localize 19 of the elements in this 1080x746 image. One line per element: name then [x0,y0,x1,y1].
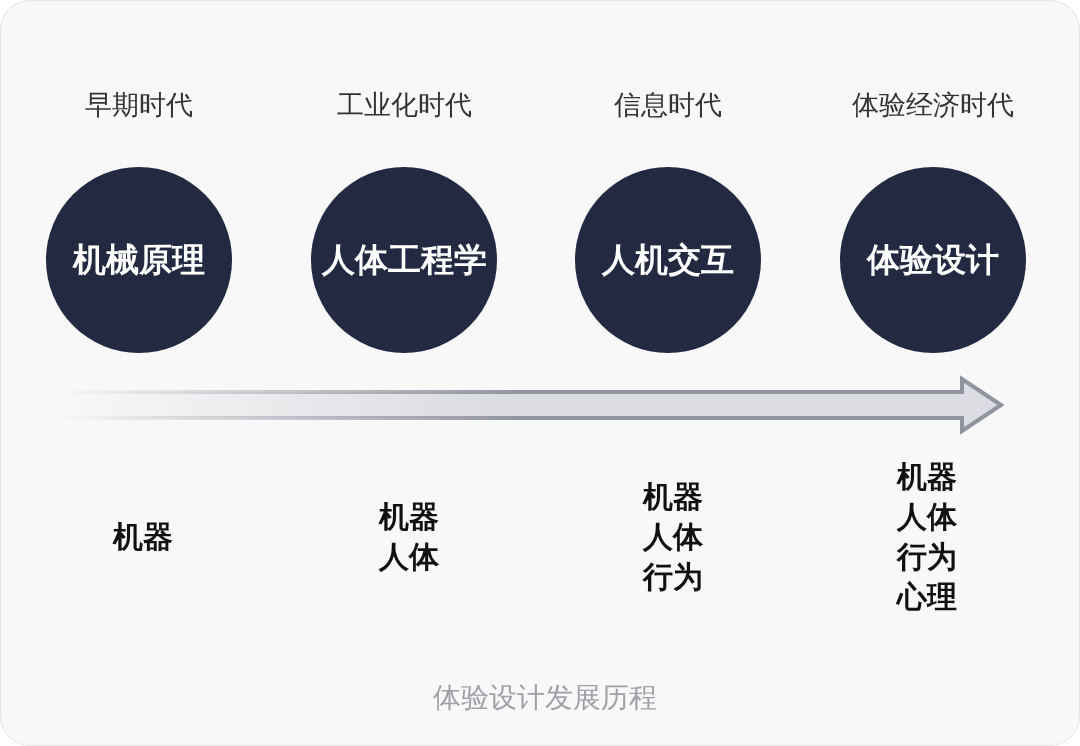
caption: 体验设计发展历程 [433,680,657,716]
era-heading: 体验经济时代 [852,88,1014,122]
era-heading: 工业化时代 [336,88,472,122]
topic-label: 机器 [113,518,173,556]
era-heading: 早期时代 [85,88,193,122]
topic-label: 人体 [643,518,703,556]
topic-label: 心理 [897,578,957,616]
topic-label: 行为 [897,538,957,576]
topic-label: 人体 [379,538,439,576]
milestone-label: 机械原理 [73,240,205,280]
topic-label: 机器 [643,478,703,516]
topic-label: 行为 [643,558,703,596]
milestone-label: 体验设计 [867,240,999,280]
topic-label: 机器 [379,498,439,536]
topic-label: 人体 [897,498,957,536]
milestone-label: 人体工程学 [321,240,487,280]
milestone-label: 人机交互 [602,240,734,280]
era-heading: 信息时代 [614,88,722,122]
topic-label: 机器 [897,458,957,496]
